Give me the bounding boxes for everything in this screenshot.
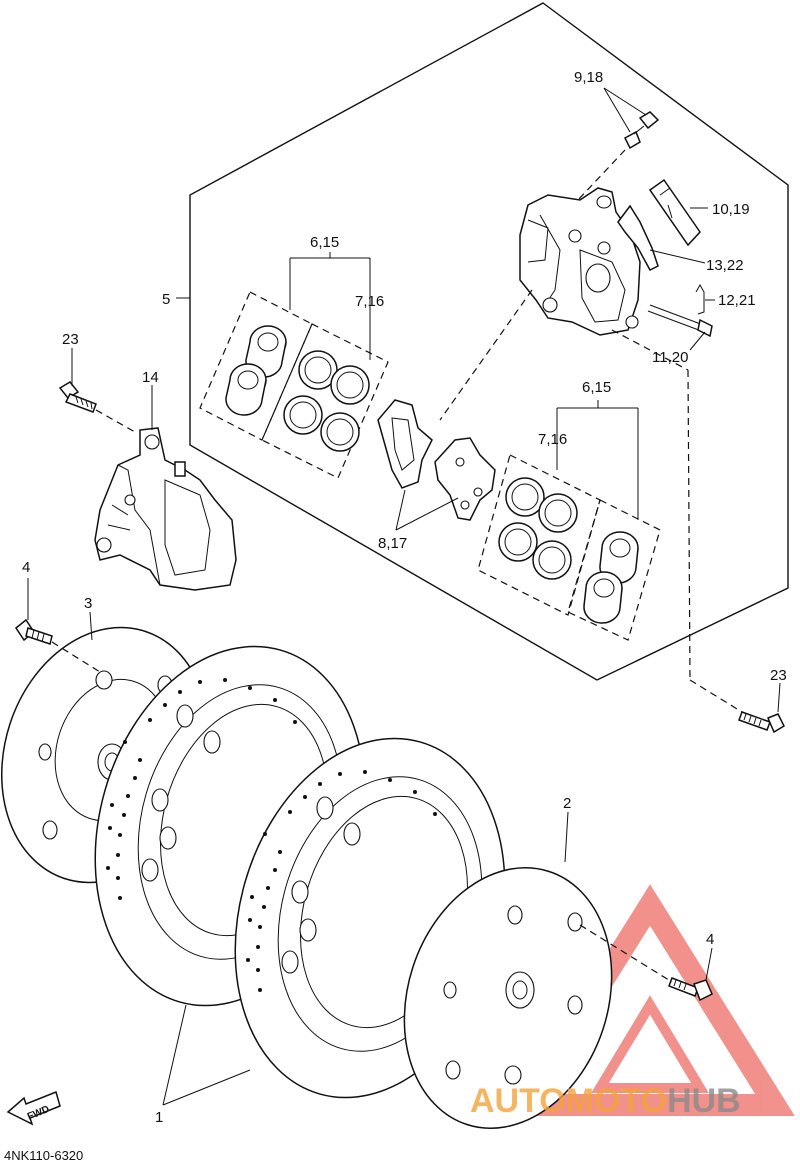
- watermark-text-gray: HUB: [667, 1082, 741, 1120]
- disc-2-drill-holes: [246, 770, 437, 992]
- callout-6-15-top: 6,15: [310, 234, 339, 251]
- pin-clip: [695, 283, 705, 315]
- callout-14: 14: [142, 369, 159, 386]
- callout-23-left: 23: [62, 331, 79, 348]
- callout-23-right: 23: [770, 667, 787, 684]
- pad-clip: [617, 204, 659, 271]
- disc-1-drill-holes: [106, 678, 297, 900]
- watermark-text-orange: AUTOMOTO: [470, 1082, 667, 1120]
- callout-6-15-mid: 6,15: [582, 379, 611, 396]
- watermark-text: AUTOMOTOHUB: [470, 1082, 741, 1120]
- pad-spring: [648, 178, 701, 247]
- callout-2: 2: [563, 795, 571, 812]
- seal-group-top: [261, 323, 389, 479]
- callout-11-20: 11,20: [652, 349, 688, 366]
- callout-7-16-top: 7,16: [355, 293, 384, 310]
- callout-12-21: 12,21: [718, 292, 756, 309]
- callout-5: 5: [162, 291, 170, 308]
- callout-10-19: 10,19: [712, 201, 750, 218]
- bolt-4-left: [14, 618, 53, 645]
- pad-pin: [647, 304, 713, 338]
- brake-pad-a: [377, 399, 433, 489]
- callout-7-16-mid: 7,16: [538, 431, 567, 448]
- callout-9-18: 9,18: [574, 69, 603, 86]
- piston-group-top: [199, 291, 313, 441]
- callout-13-22: 13,22: [706, 257, 744, 274]
- callout-3: 3: [84, 595, 92, 612]
- disc-hub-right: [403, 867, 613, 1129]
- callout-8-17: 8,17: [378, 535, 407, 552]
- callout-1: 1: [155, 1109, 163, 1126]
- callout-4-right: 4: [706, 931, 714, 948]
- bleed-screw: [624, 111, 660, 150]
- leader-lines: [27, 87, 781, 1106]
- piston-group-mid: [567, 499, 661, 641]
- bolt-23-right: [738, 711, 785, 734]
- bolt-23-left: [58, 381, 97, 413]
- callout-4-left: 4: [22, 559, 30, 576]
- caliper-body-left: [94, 427, 237, 591]
- fwd-arrow-icon: FWD: [6, 1090, 61, 1126]
- caliper-body-right: [519, 187, 641, 336]
- bolt-4-right: [668, 977, 713, 1002]
- assembly-group-frame: [189, 2, 789, 681]
- seal-group-mid: [477, 454, 601, 616]
- brake-pad-b: [434, 437, 496, 521]
- diagram-code: 4NK110-6320: [4, 1148, 83, 1163]
